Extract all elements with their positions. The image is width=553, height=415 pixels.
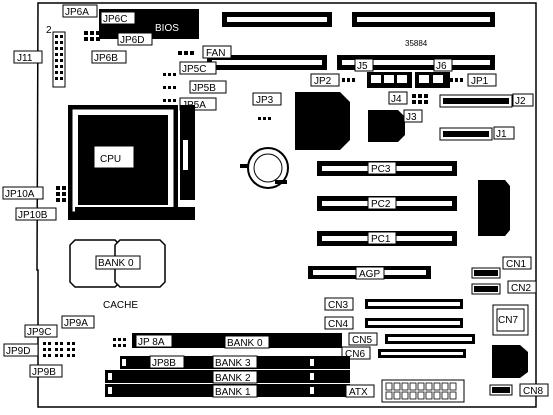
cn5-connector — [385, 334, 475, 344]
cn3-connector — [365, 299, 463, 309]
jp1-label: JP1 — [471, 76, 489, 87]
jp9-pins — [43, 342, 75, 357]
cpu-label: CPU — [100, 154, 121, 165]
isa-slots-top — [207, 12, 495, 70]
j6-label: J6 — [436, 61, 447, 72]
cn3-label: CN3 — [328, 300, 348, 311]
dimm-bank3-label: BANK 3 — [215, 358, 251, 369]
jp5b-label: JP5B — [192, 83, 216, 94]
cn7-port — [492, 345, 528, 378]
cn8-label: CN8 — [523, 386, 543, 397]
dimm-bank2-label: BANK 2 — [215, 373, 251, 384]
chipset-south — [478, 180, 510, 236]
bios-label: BIOS — [155, 23, 179, 34]
fan-label: FAN — [206, 48, 225, 59]
jp8a-label: JP 8A — [138, 337, 165, 348]
battery — [240, 147, 289, 189]
j4-pins — [412, 94, 428, 104]
cn4-connector — [365, 318, 463, 328]
j5-label: J5 — [357, 61, 368, 72]
dimm-bank1-label: BANK 1 — [215, 387, 251, 398]
jp9b-label: JP9B — [32, 367, 56, 378]
cn6-label: CN6 — [345, 349, 365, 360]
jp2-label: JP2 — [314, 76, 332, 87]
jp6c-label: JP6C — [103, 14, 127, 25]
jp9c-label: JP9C — [27, 327, 51, 338]
atx-label: ATX — [349, 387, 368, 398]
agp-label: AGP — [359, 269, 380, 280]
jp8b-label: JP8B — [152, 358, 176, 369]
cpu-socket — [68, 105, 195, 220]
j2-label: J2 — [515, 96, 526, 107]
dimm-bank0-label: BANK 0 — [227, 338, 263, 349]
cn8-header — [489, 384, 513, 396]
jp6-pins — [84, 31, 112, 41]
jp9d-label: JP9D — [6, 346, 30, 357]
jp2-pins — [342, 78, 355, 82]
atx-connector — [381, 379, 465, 403]
board-serial: 35884 — [405, 39, 428, 48]
jp6d-label: JP6D — [120, 35, 144, 46]
jp1-pins — [450, 78, 463, 82]
cn7-connector — [492, 304, 529, 336]
cn7-label: CN7 — [498, 315, 518, 326]
j1-label: J1 — [496, 129, 507, 140]
jp10a-label: JP10A — [5, 189, 35, 200]
j11-label: J11 — [17, 53, 33, 64]
jp6b-label: JP6B — [94, 53, 118, 64]
j11-header — [52, 31, 66, 88]
j3-label: J3 — [406, 112, 417, 123]
j4-label: J4 — [391, 94, 402, 105]
jp5c-label: JP5C — [182, 64, 206, 75]
chipset-mid — [368, 110, 405, 142]
pc1-label: PC1 — [371, 234, 391, 245]
j2-header — [439, 94, 513, 108]
chipset-north — [295, 92, 350, 150]
jp5-pins — [163, 73, 176, 102]
jp3-pins — [258, 117, 271, 120]
pc3-label: PC3 — [371, 164, 391, 175]
jp6a-label: JP6A — [65, 7, 89, 18]
fan-header — [178, 51, 194, 55]
cn2-label: CN2 — [511, 283, 531, 294]
j1-header — [439, 127, 493, 141]
pc2-label: PC2 — [371, 199, 391, 210]
corner-mark: 2 — [46, 25, 52, 36]
cache-label: CACHE — [103, 300, 138, 311]
cn1-header — [471, 267, 501, 295]
jp9a-label: JP9A — [64, 318, 88, 329]
jp3-label: JP3 — [256, 95, 274, 106]
jp10-pins — [56, 186, 66, 202]
jp10b-label: JP10B — [18, 210, 48, 221]
cache-bank0-label: BANK 0 — [98, 258, 134, 269]
cn6-connector — [378, 349, 466, 358]
cn1-label: CN1 — [506, 259, 526, 270]
cn5-label: CN5 — [352, 335, 372, 346]
jp8-pins — [113, 338, 126, 347]
cn4-label: CN4 — [328, 319, 348, 330]
